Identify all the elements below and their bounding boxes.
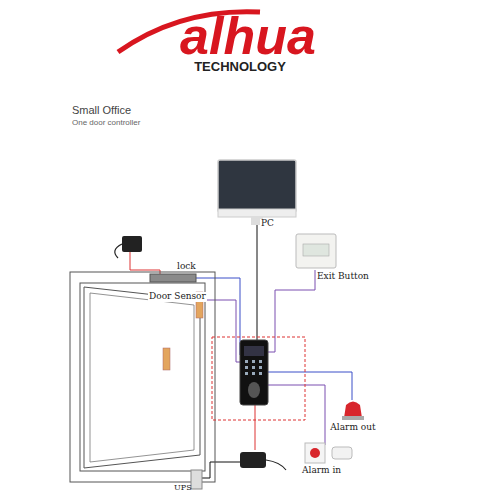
power-adapter — [240, 452, 266, 468]
panic-button-red — [310, 448, 320, 458]
controller-screen — [244, 346, 264, 356]
siren — [344, 402, 362, 419]
wire-ups — [202, 462, 240, 478]
door-leaf-inner — [90, 293, 194, 462]
logo-text: alhua — [180, 8, 316, 65]
wire-alarm-out — [268, 372, 352, 400]
device-label: lock — [177, 262, 196, 272]
door-leaf — [84, 287, 200, 468]
logo-subtitle: TECHNOLOGY — [194, 60, 286, 74]
device-label: PC — [260, 219, 275, 229]
device-label: Alarm in — [302, 466, 341, 476]
adapter-cable — [266, 460, 286, 470]
door-frame — [70, 272, 215, 482]
adapter-cable — [115, 244, 122, 258]
wire-door-sensor — [203, 300, 240, 362]
panic-button — [305, 443, 325, 463]
exit-button — [296, 234, 336, 268]
device-label: Door Sensor — [148, 292, 207, 302]
device-label: Alarm out — [330, 423, 375, 433]
diagram-title: Small Office — [72, 104, 131, 116]
device-label: Exit Button — [316, 272, 370, 282]
monitor — [218, 160, 296, 212]
ups — [191, 470, 202, 489]
monitor-bezel — [218, 209, 296, 217]
door-handle — [163, 348, 170, 370]
power-adapter — [122, 236, 142, 252]
wire-exit — [268, 270, 315, 352]
keypad — [245, 360, 262, 375]
smoke-detector — [332, 447, 352, 459]
door-frame-inner — [80, 283, 205, 471]
controller-zone — [212, 337, 305, 420]
fingerprint-reader — [248, 382, 260, 398]
siren-base — [342, 416, 364, 420]
exit-button-key — [303, 244, 329, 256]
subtitle: One door controller — [72, 119, 140, 128]
lock — [150, 274, 196, 282]
access-controller — [240, 340, 268, 405]
wire-power — [255, 404, 256, 450]
wire-lock — [195, 278, 240, 355]
device-label: UPS — [174, 484, 192, 493]
wire-alarm-in — [268, 385, 325, 445]
wire-pc — [257, 225, 258, 342]
